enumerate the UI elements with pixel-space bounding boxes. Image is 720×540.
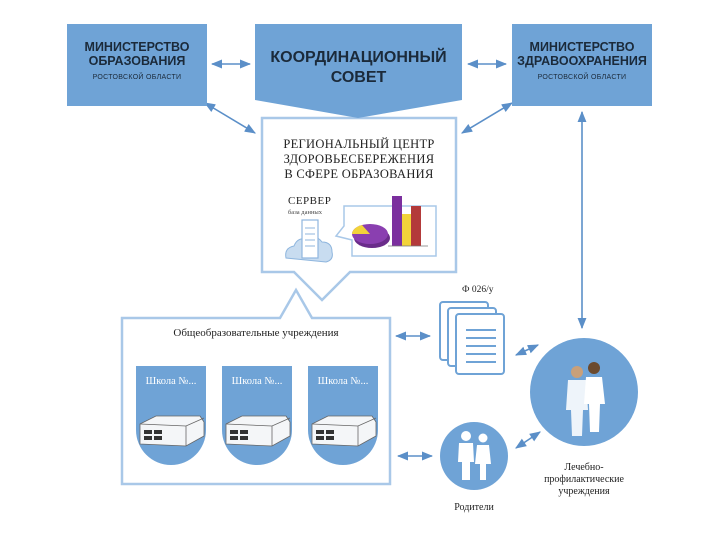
parents-circle xyxy=(440,422,508,490)
council-line2: СОВЕТ xyxy=(330,69,387,86)
documents-icon xyxy=(439,301,505,375)
school-label-1: Школа №... xyxy=(145,376,197,387)
parents-icon xyxy=(458,431,491,480)
institutions-title: Общеобразовательные учреждения xyxy=(173,327,339,339)
ministry-education-line2: ОБРАЗОВАНИЯ xyxy=(88,54,186,68)
chart-bubble-icon xyxy=(334,196,437,257)
medical-line1: Лечебно- xyxy=(564,462,604,473)
council-line1: КООРДИНАЦИОННЫЙ xyxy=(270,49,447,66)
device-icon xyxy=(225,415,291,447)
ministry-health-region: РОСТОВСКОЙ ОБЛАСТИ xyxy=(537,74,627,81)
regional-center-title: РЕГИОНАЛЬНЫЙ ЦЕНТР ЗДОРОВЬЕСБЕРЕЖЕНИЯ В … xyxy=(264,137,454,182)
ministry-health-line2: ЗДРАВООХРАНЕНИЯ xyxy=(517,54,647,68)
doctors-icon xyxy=(566,362,605,436)
regional-center-line1: РЕГИОНАЛЬНЫЙ ЦЕНТР xyxy=(283,137,435,151)
device-icon xyxy=(139,415,205,447)
ministry-health: МИНИСТЕРСТВО ЗДРАВООХРАНЕНИЯ РОСТОВСКОЙ … xyxy=(512,40,652,81)
arrow-edu-center xyxy=(204,102,256,134)
coordination-council: КООРДИНАЦИОННЫЙ СОВЕТ xyxy=(255,48,462,88)
ministry-education-line1: МИНИСТЕРСТВО xyxy=(84,40,190,54)
server-icon xyxy=(285,219,333,263)
school-label-3: Школа №... xyxy=(317,376,369,387)
ministry-health-line1: МИНИСТЕРСТВО xyxy=(529,40,635,54)
arrow-health-center xyxy=(461,102,513,134)
medical-caption: Лечебно- профилактические учреждения xyxy=(528,462,640,498)
device-icon xyxy=(311,415,377,447)
server-label: СЕРВЕР xyxy=(288,195,332,207)
regional-center-line2: ЗДОРОВЬЕСБЕРЕЖЕНИЯ xyxy=(283,152,435,166)
school-label-2: Школа №... xyxy=(231,376,283,387)
parents-caption: Родители xyxy=(454,502,494,513)
ministry-education-region: РОСТОВСКОЙ ОБЛАСТИ xyxy=(92,74,182,81)
server-sublabel: база данных xyxy=(288,209,323,216)
arrow-parents-medical xyxy=(515,431,541,449)
medical-line3: учреждения xyxy=(558,486,610,497)
ministry-education-box xyxy=(67,24,207,106)
coordination-council-shape xyxy=(255,24,462,118)
medical-line2: профилактические xyxy=(544,474,624,485)
ministry-education: МИНИСТЕРСТВО ОБРАЗОВАНИЯ РОСТОВСКОЙ ОБЛА… xyxy=(67,40,207,81)
ministry-health-box xyxy=(512,24,652,106)
arrow-form-medical xyxy=(514,344,540,356)
regional-center-line3: В СФЕРЕ ОБРАЗОВАНИЯ xyxy=(284,167,434,181)
form-label: Ф 026/у xyxy=(462,285,494,295)
